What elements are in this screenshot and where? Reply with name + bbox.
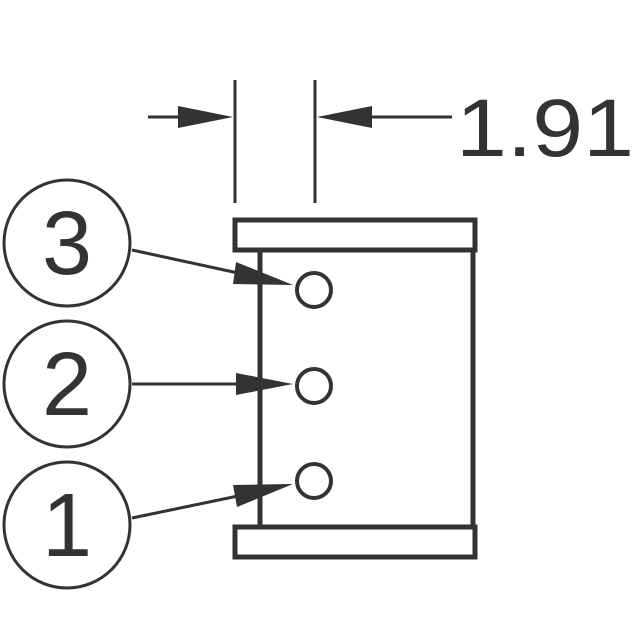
- callout-label-1: 1: [42, 476, 92, 576]
- callout-pin-2: 2: [2, 319, 132, 449]
- component-top-flange: [232, 217, 478, 253]
- leader-arrow-pin-1: [233, 484, 293, 507]
- callout-pin-3: 3: [2, 178, 132, 308]
- pin-callouts: 3 2 1: [2, 178, 132, 590]
- component-bottom-flange: [232, 524, 478, 560]
- callout-circle-1: [2, 460, 132, 590]
- pin-hole-1: [295, 462, 333, 500]
- callout-label-3: 3: [42, 194, 92, 294]
- callout-label-2: 2: [42, 335, 92, 435]
- callout-circle-3: [2, 178, 132, 308]
- leader-arrow-pin-3: [233, 262, 293, 285]
- pin-hole-2: [295, 367, 333, 405]
- dimension-annotation: 1.91: [148, 80, 634, 203]
- pin-holes: [295, 271, 333, 500]
- leader-pin-1: [131, 494, 239, 520]
- component-body: [232, 217, 478, 560]
- pin-hole-3: [295, 271, 333, 309]
- callout-pin-1: 1: [2, 460, 132, 590]
- dimension-arrow-right: [317, 106, 372, 128]
- leader-arrow-pin-2: [236, 373, 293, 395]
- callout-circle-2: [2, 319, 132, 449]
- dimension-value: 1.91: [456, 83, 634, 174]
- dimension-arrow-left: [178, 106, 233, 128]
- callout-leaders: [131, 248, 293, 520]
- leader-pin-3: [131, 248, 239, 275]
